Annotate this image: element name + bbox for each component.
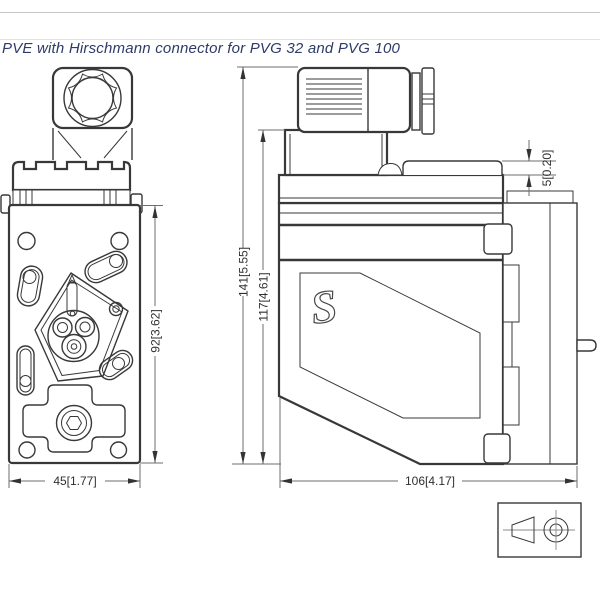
lower-right-slot-boss <box>98 349 134 381</box>
side-body <box>277 201 505 466</box>
pin-hole <box>52 317 73 338</box>
front-width-dimension: 45[1.77] <box>8 464 141 488</box>
connector-outer-ring <box>63 68 122 128</box>
pin-hole <box>74 316 96 338</box>
side-hole <box>108 301 124 317</box>
dimension-arrow <box>9 478 21 484</box>
front-height-dim-label: 92[3.62] <box>149 309 163 352</box>
page-title: PVE with Hirschmann connector for PVG 32… <box>2 40 401 57</box>
slot-hole <box>22 270 37 284</box>
dimension-arrow <box>280 478 292 484</box>
locating-pin <box>576 339 597 352</box>
gland-nut <box>421 67 435 135</box>
snap-clip <box>483 433 511 464</box>
connector-neck <box>52 128 133 160</box>
mounting-flange <box>483 190 597 465</box>
latch-hump <box>377 162 403 176</box>
lid <box>402 160 503 175</box>
hirschmann-connector-side <box>296 66 435 135</box>
dimension-arrow <box>260 452 266 464</box>
flange-notch <box>502 321 513 368</box>
lid-height-dim-label: 5[0.20] <box>540 150 554 187</box>
left-clip-tab <box>0 194 11 214</box>
dimension-arrow <box>240 452 246 464</box>
total-height-dimension: 141[5.55] <box>232 66 298 465</box>
mounting-hole <box>17 231 36 251</box>
body-height-dim-label: 117[4.61] <box>257 272 271 321</box>
connector-base <box>283 128 389 177</box>
connector-body <box>296 66 412 134</box>
flange-lip <box>506 190 574 203</box>
slot-hole <box>112 357 125 370</box>
front-view: 92[3.62] 45[1.77] <box>0 66 163 488</box>
projection-symbol <box>497 502 582 558</box>
upper-right-slot-boss <box>84 250 128 284</box>
dimension-arrow <box>152 206 158 218</box>
mounting-hole <box>18 441 36 459</box>
side-width-dim-label: 106[4.17] <box>405 474 455 488</box>
ribbed-cap <box>11 160 132 192</box>
top-plate <box>277 173 505 205</box>
connector-housing <box>51 66 134 130</box>
total-height-dim-label: 141[5.55] <box>237 247 251 297</box>
cross-boss <box>22 384 126 453</box>
front-width-dim-label: 45[1.77] <box>53 474 96 488</box>
cone-icon <box>511 516 535 544</box>
connector-bore <box>71 76 114 120</box>
connector-ribs <box>306 78 362 115</box>
mounting-hole <box>109 441 128 459</box>
side-view: S <box>232 66 597 488</box>
connector-lock-ring <box>67 73 118 123</box>
projection-symbol-box <box>497 502 582 558</box>
snap-clip <box>483 223 513 255</box>
side-width-dimension: 106[4.17] <box>279 398 578 488</box>
slot-hole <box>109 254 123 268</box>
dimension-arrow <box>565 478 577 484</box>
spool-bore <box>47 309 100 363</box>
gland-washer <box>411 72 421 131</box>
index-pointer <box>67 273 77 284</box>
lid-height-dimension: 5[0.20] <box>502 140 556 196</box>
lower-left-slot-boss <box>16 345 35 396</box>
header-rule <box>0 12 600 13</box>
dimension-arrow <box>260 130 266 142</box>
front-height-dimension: 92[3.62] <box>140 205 163 464</box>
central-boss <box>34 272 129 382</box>
dimension-arrow <box>526 149 532 161</box>
title-rule <box>0 39 600 40</box>
cap-collar <box>12 189 131 206</box>
mounting-hole <box>110 231 129 251</box>
left-slot-boss <box>16 265 44 307</box>
pin-hole <box>61 333 87 360</box>
dimension-arrow <box>128 478 140 484</box>
hirschmann-connector-front <box>51 66 134 130</box>
dimension-arrow <box>240 67 246 79</box>
hex-socket <box>65 416 83 430</box>
body-height-dimension: 117[4.61] <box>257 129 285 464</box>
dimension-arrow <box>526 175 532 187</box>
center-port <box>55 404 93 442</box>
dimension-arrow <box>152 451 158 463</box>
